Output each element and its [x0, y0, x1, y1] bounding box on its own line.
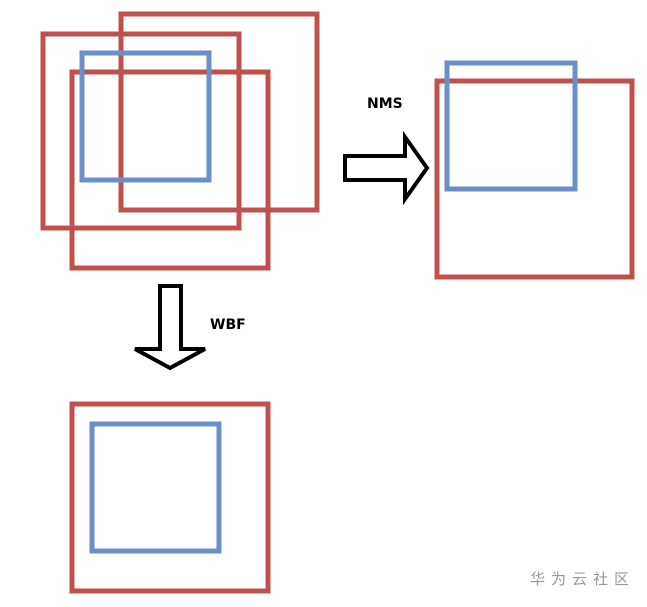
input-red-box-1 — [40, 31, 242, 231]
input-red-box-3 — [69, 69, 271, 271]
wbf-red-box — [69, 401, 271, 594]
nms-arrow: NMS — [343, 96, 430, 206]
down-arrow-icon — [134, 284, 206, 371]
nms-red-box — [434, 78, 635, 280]
input-blue-box — [79, 50, 212, 183]
nms-label: NMS — [367, 96, 403, 112]
wbf-arrow: WBF — [134, 284, 246, 371]
input-box-group — [40, 11, 320, 271]
nms-blue-box — [444, 60, 578, 192]
input-red-box-2 — [118, 11, 320, 213]
wbf-blue-box — [89, 421, 222, 554]
wbf-label: WBF — [210, 317, 246, 333]
nms-result-group — [434, 60, 635, 280]
right-arrow-icon — [343, 130, 430, 206]
watermark-text: 华为云社区 — [529, 570, 635, 588]
wbf-result-group — [69, 401, 271, 594]
